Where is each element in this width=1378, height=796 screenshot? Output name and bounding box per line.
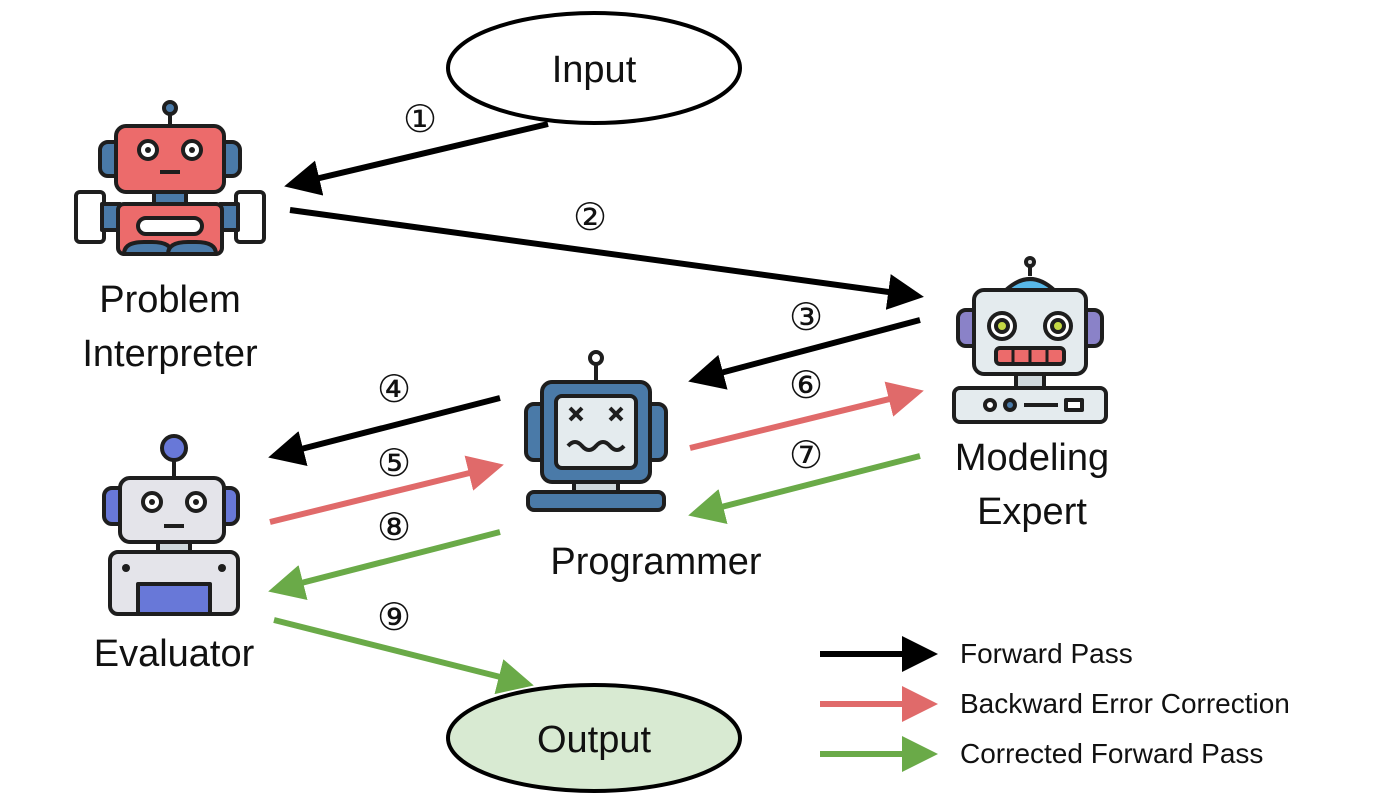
grey-robot-icon — [952, 256, 1108, 424]
step-label-5: ⑤ — [377, 443, 411, 485]
step-label-3: ③ — [789, 297, 823, 339]
red-robot-icon — [74, 100, 266, 256]
blue-robot-monitor-icon — [524, 350, 668, 512]
legend: Forward Pass Backward Error Correction C… — [820, 636, 1290, 772]
arrow-step-2 — [289, 207, 924, 310]
step-label-8: ⑧ — [377, 507, 411, 549]
arrow-step-9 — [273, 617, 534, 695]
arrow-step-4 — [268, 395, 501, 466]
arrow-step-5 — [269, 455, 504, 525]
arrow-step-7 — [688, 453, 921, 524]
white-robot-icon — [102, 434, 240, 616]
step-label-6: ⑥ — [789, 365, 823, 407]
evaluator-label: Evaluator — [94, 633, 255, 675]
problem-interpreter-label-line1: Problem — [99, 279, 241, 321]
step-label-9: ⑨ — [377, 597, 411, 639]
arrow-step-6 — [689, 381, 924, 451]
arrow-step-8 — [268, 529, 501, 600]
output-node: Output — [446, 683, 742, 793]
input-node: Input — [446, 11, 742, 125]
step-label-4: ④ — [377, 369, 411, 411]
step-label-1: ① — [403, 99, 437, 141]
legend-forward-label: Forward Pass — [960, 638, 1133, 669]
programmer-label: Programmer — [550, 541, 761, 583]
modeling-expert-label-line1: Modeling — [955, 437, 1109, 479]
output-label: Output — [537, 719, 652, 761]
legend-corrected-label: Corrected Forward Pass — [960, 738, 1263, 769]
arrow-step-3 — [688, 317, 921, 390]
input-label: Input — [552, 49, 637, 91]
step-label-7: ⑦ — [789, 435, 823, 477]
legend-backward-label: Backward Error Correction — [960, 688, 1290, 719]
arrow-step-1 — [284, 121, 549, 196]
problem-interpreter-label-line2: Interpreter — [82, 333, 258, 375]
step-label-2: ② — [573, 197, 607, 239]
modeling-expert-label-line2: Expert — [977, 491, 1087, 533]
